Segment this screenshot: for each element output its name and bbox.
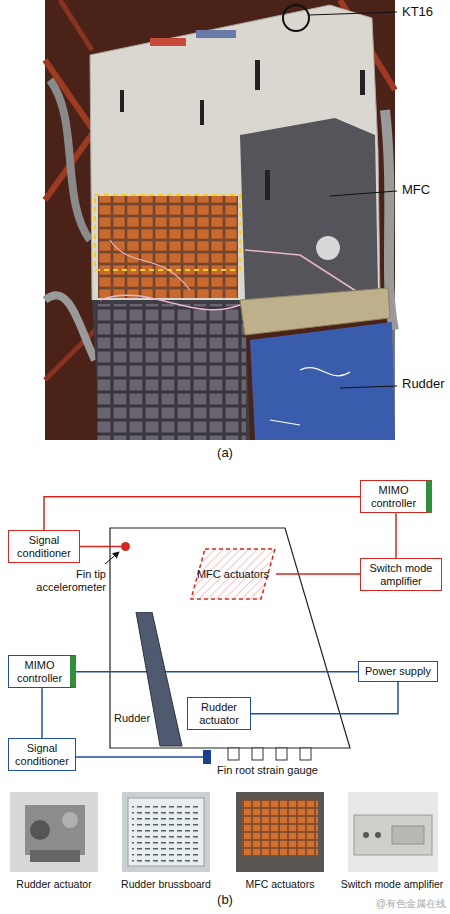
component-photos bbox=[10, 792, 438, 872]
node-label: Fin tip accelerometer bbox=[26, 568, 106, 593]
leader-line bbox=[340, 386, 397, 388]
tape-strip bbox=[360, 70, 365, 95]
rudder-surface: Rudder bbox=[112, 612, 184, 748]
node-label: Switch mode amplifier bbox=[365, 562, 437, 587]
gauge-slot bbox=[252, 748, 263, 760]
mfc-grid-base bbox=[98, 196, 238, 298]
fin-panel bbox=[90, 5, 380, 330]
wire bbox=[110, 240, 190, 290]
signal-wire bbox=[76, 671, 358, 673]
amplifier-box: Switch mode amplifier bbox=[360, 558, 442, 591]
actuator-part bbox=[62, 812, 78, 828]
rudder-shape bbox=[136, 612, 182, 746]
logo-patch bbox=[196, 30, 236, 38]
signal-wire bbox=[41, 688, 43, 738]
lower-panel bbox=[92, 300, 250, 440]
mfc-grid bbox=[98, 196, 238, 298]
power-supply-box: Power supply bbox=[358, 661, 438, 682]
hose bbox=[45, 295, 95, 360]
photo-caption: Rudder brussboard bbox=[121, 878, 211, 890]
actuator-part bbox=[30, 820, 50, 840]
node-label: MIMO controller bbox=[365, 484, 422, 509]
strain-gauge: Fin root strain gauge bbox=[203, 750, 211, 764]
node-label: Rudder bbox=[114, 712, 150, 725]
leader-line bbox=[309, 12, 397, 15]
mfc-grid bbox=[242, 800, 318, 856]
signal-wire bbox=[251, 682, 398, 714]
actuator-box: Rudder actuator bbox=[187, 697, 251, 730]
fin-schematic bbox=[105, 528, 350, 760]
sensor-circle bbox=[283, 5, 309, 31]
gauge-slot bbox=[276, 748, 287, 760]
actuator-outline bbox=[191, 549, 275, 599]
node-label: Power supply bbox=[363, 665, 433, 678]
mfc-panel bbox=[240, 118, 378, 300]
sensor-patches bbox=[96, 304, 246, 440]
node-label: MFC actuators bbox=[197, 568, 269, 581]
rudder-marking bbox=[300, 368, 350, 376]
node-label: MIMO controller bbox=[13, 659, 66, 684]
photo-frame bbox=[10, 792, 98, 872]
highlight-box bbox=[95, 195, 240, 270]
amplifier-knob bbox=[375, 832, 381, 838]
wire bbox=[100, 295, 250, 310]
panel-label: (a) bbox=[217, 446, 233, 461]
rudder-photo bbox=[250, 322, 395, 440]
hose bbox=[50, 80, 90, 240]
leader-line bbox=[330, 191, 397, 196]
callout-label: KT16 bbox=[402, 5, 433, 20]
signal-conditioner-box: Signal conditioner bbox=[8, 530, 80, 563]
callout-label: MFC bbox=[402, 183, 430, 198]
amplifier-case bbox=[354, 815, 432, 855]
panel-label: (b) bbox=[217, 893, 233, 908]
node-label: Signal conditioner bbox=[13, 742, 71, 767]
fin-photo bbox=[45, 0, 397, 440]
signal-wire bbox=[76, 756, 203, 758]
rudder-marking bbox=[270, 420, 300, 425]
node-label: Fin root strain gauge bbox=[217, 764, 318, 777]
photo-caption: MFC actuators bbox=[246, 878, 315, 890]
tape-strip bbox=[265, 170, 270, 200]
watermark: @有色金属在线 bbox=[376, 898, 446, 910]
gauge-slot bbox=[228, 748, 239, 760]
amplifier-knob bbox=[363, 832, 369, 838]
tape-strip bbox=[255, 60, 260, 90]
signal-wire bbox=[44, 497, 360, 530]
tape-strip bbox=[120, 90, 124, 112]
amplifier-panel bbox=[392, 826, 424, 844]
actuator-part bbox=[30, 850, 80, 862]
photo-background bbox=[45, 0, 395, 440]
node-label: Rudder actuator bbox=[192, 701, 246, 726]
fin-outline bbox=[110, 528, 350, 748]
board-components bbox=[132, 802, 200, 862]
accelerometer-dot: Fin tip accelerometer bbox=[121, 542, 130, 551]
photo-caption: Rudder actuator bbox=[16, 878, 91, 890]
gauge-slot bbox=[300, 748, 311, 760]
callout-label: Rudder bbox=[402, 377, 445, 392]
signal-wire bbox=[395, 513, 397, 558]
actuator-patch: MFC actuators bbox=[190, 548, 276, 600]
controller-box: MIMO controller bbox=[360, 480, 432, 513]
actuator-body bbox=[25, 805, 85, 855]
signal-conditioner-box: Signal conditioner bbox=[8, 738, 76, 771]
signal-wire bbox=[80, 546, 121, 548]
truss-beam bbox=[60, 0, 92, 50]
paint-mark bbox=[316, 236, 340, 260]
leader-arrow bbox=[105, 552, 119, 564]
shape-outline bbox=[112, 612, 184, 748]
photo-frame bbox=[348, 792, 438, 872]
circuit-board bbox=[128, 798, 204, 866]
photo-frame bbox=[236, 792, 324, 872]
tape-strip bbox=[200, 100, 204, 125]
node-label: Signal conditioner bbox=[13, 534, 75, 559]
signal-wire bbox=[276, 573, 360, 575]
photo-caption: Switch mode amplifier bbox=[341, 878, 444, 890]
logo-patch bbox=[150, 38, 186, 46]
photo-frame bbox=[122, 792, 210, 872]
controller-box: MIMO controller bbox=[8, 655, 76, 688]
